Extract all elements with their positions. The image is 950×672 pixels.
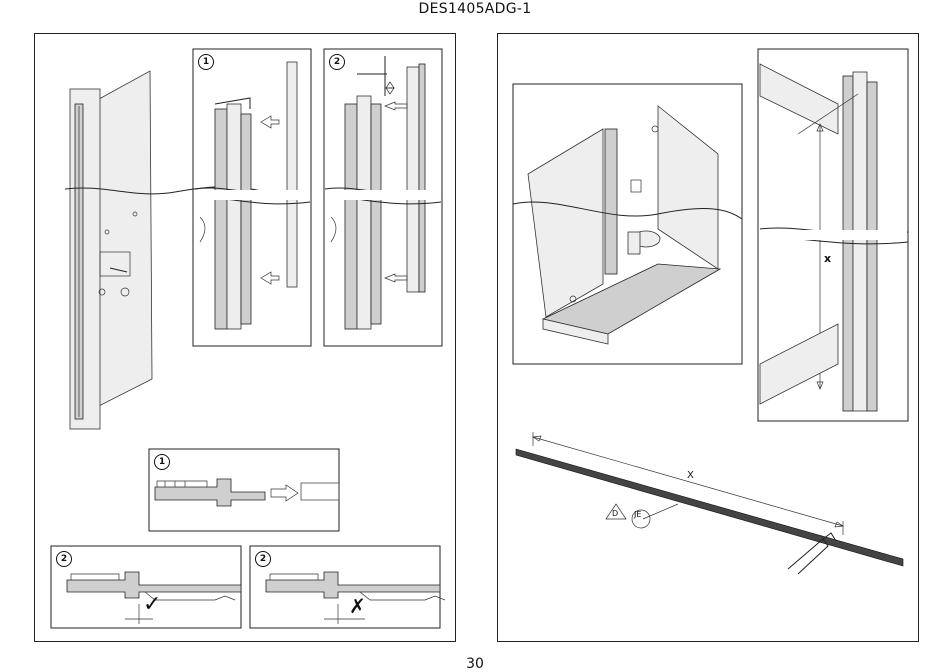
triangle-callout-label: D <box>612 509 618 518</box>
step-badge-section-1: 1 <box>154 454 170 470</box>
gap-dimension-label: x <box>824 252 831 265</box>
step-badge-section-2-correct: 2 <box>56 551 72 567</box>
step-badge-detail-2: 2 <box>329 54 345 70</box>
step-badge-section-2-wrong: 2 <box>255 551 271 567</box>
left-panel-illustration <box>35 34 457 643</box>
page-number: 30 <box>0 656 950 672</box>
profile-measurement-drawing <box>516 432 903 574</box>
check-mark-icon: ✓ <box>143 594 161 616</box>
profile-section-1 <box>155 479 339 506</box>
right-panel-illustration <box>498 34 920 643</box>
cross-mark-icon: ✗ <box>349 596 366 616</box>
right-instruction-panel: x X D JE <box>497 33 919 642</box>
step-badge-detail-1: 1 <box>198 54 214 70</box>
shower-enclosure-drawing <box>513 106 742 344</box>
profile-gap-drawing <box>759 64 908 411</box>
length-dimension-label: X <box>687 470 694 481</box>
circle-callout-label: JE <box>634 510 641 519</box>
document-title: DES1405ADG-1 <box>0 1 950 17</box>
left-instruction-panel: 1 2 1 2 2 ✓ ✗ <box>34 33 456 642</box>
profile-assembly-2 <box>325 56 441 329</box>
profile-assembly-1 <box>194 62 310 329</box>
